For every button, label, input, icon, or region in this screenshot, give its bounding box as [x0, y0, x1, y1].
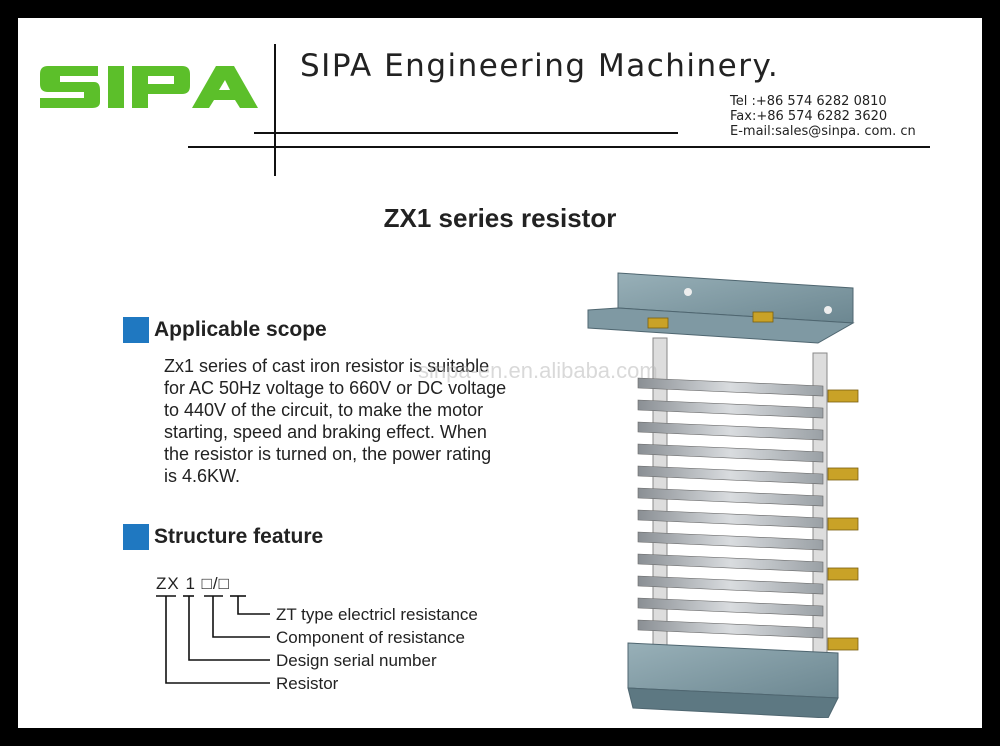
- resistor-product-image: [587, 272, 859, 718]
- contact-tel: Tel :+86 574 6282 0810: [730, 94, 887, 109]
- contact-fax: Fax:+86 574 6282 3620: [730, 109, 888, 124]
- scope-line: to 440V of the circuit, to make the moto…: [164, 400, 484, 420]
- model-code: ZX 1 □/□: [156, 574, 230, 593]
- header-rule-lower: [188, 146, 930, 148]
- scope-line: is 4.6KW.: [164, 466, 241, 486]
- company-name: SIPA Engineering Machinery.: [300, 48, 780, 84]
- applicable-scope-text: Zx1 series of cast iron resistor is suit…: [164, 355, 564, 487]
- header-vertical-rule: [274, 44, 276, 176]
- model-code-bracket-diagram: [156, 595, 270, 684]
- legend-design-serial: Design serial number: [276, 651, 437, 670]
- sipa-logo: [40, 66, 258, 108]
- page: SIPA Engineering Machinery. Tel :+86 574…: [18, 18, 982, 728]
- structure-feature-bullet-icon: [123, 524, 149, 550]
- terminal-clamps: [647, 311, 859, 651]
- legend-resistor: Resistor: [276, 674, 339, 693]
- scope-line: the resistor is turned on, the power rat…: [164, 444, 492, 464]
- contact-email[interactable]: E-mail:sales@sinpa. com. cn: [730, 124, 916, 139]
- watermark: sinpa-en.en.alibaba.com: [418, 358, 658, 383]
- applicable-scope-heading: Applicable scope: [154, 318, 327, 341]
- page-title: ZX1 series resistor: [383, 203, 617, 233]
- scope-line: for AC 50Hz voltage to 660V or DC voltag…: [164, 378, 507, 398]
- scope-line: Zx1 series of cast iron resistor is suit…: [164, 356, 490, 376]
- resistor-grid-stack: [637, 377, 824, 639]
- applicable-scope-bullet-icon: [123, 317, 149, 343]
- legend-component: Component of resistance: [276, 628, 465, 647]
- legend-zt-type: ZT type electricl resistance: [276, 605, 478, 624]
- structure-feature-heading: Structure feature: [154, 525, 324, 548]
- scope-line: starting, speed and braking effect. When: [164, 422, 487, 442]
- contact-block: Tel :+86 574 6282 0810 Fax:+86 574 6282 …: [730, 94, 916, 139]
- header-rule-upper: [254, 132, 678, 134]
